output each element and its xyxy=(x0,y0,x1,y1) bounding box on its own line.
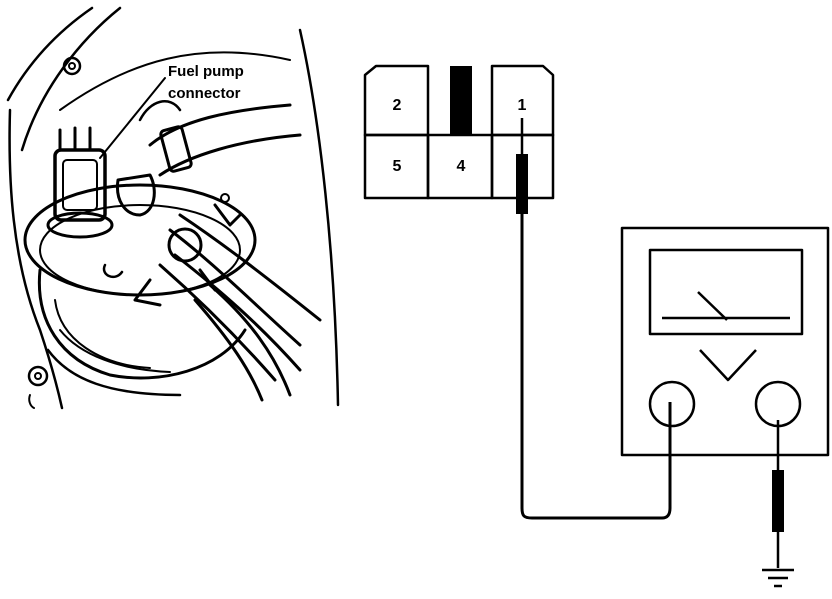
test-lead-wire xyxy=(520,212,672,520)
ground-symbol-icon xyxy=(762,568,794,588)
callout-label-line1: Fuel pump xyxy=(168,63,244,80)
callout-label-line2: connector xyxy=(168,85,241,102)
pin-label-2: 2 xyxy=(393,97,402,114)
pin-label-1: 1 xyxy=(518,97,527,114)
pin-label-5: 5 xyxy=(393,158,402,175)
connector-lock-key xyxy=(450,66,472,136)
fuel-pump-illustration xyxy=(6,6,340,410)
ground-lead xyxy=(772,420,784,568)
probe-icon xyxy=(516,118,528,214)
pin-label-4: 4 xyxy=(457,158,466,175)
meter-needle-icon xyxy=(697,291,728,321)
voltmeter xyxy=(620,226,830,457)
